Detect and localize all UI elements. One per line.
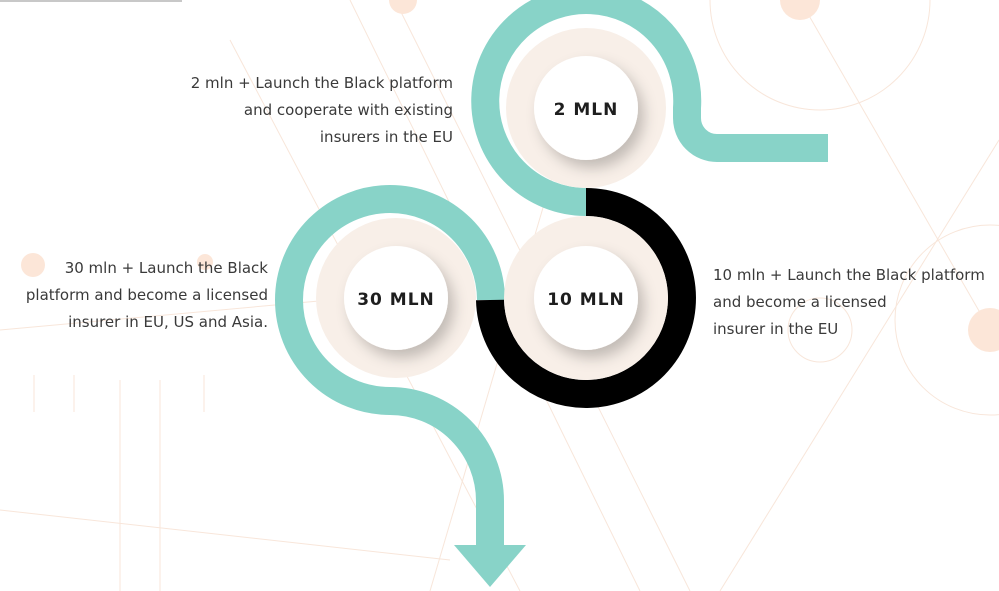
bg-dot <box>21 253 45 277</box>
description-line: insurers in the EU <box>319 128 453 146</box>
description-line: platform and become a licensed <box>25 286 268 304</box>
bg-ring <box>894 224 999 416</box>
arrow-down-icon <box>454 545 526 587</box>
bg-ring <box>709 0 931 111</box>
description-line: insurer in EU, US and Asia. <box>68 313 268 331</box>
bg-ring <box>787 297 853 363</box>
bg-line <box>799 0 991 331</box>
milestone-label: 10 MLN <box>547 290 625 310</box>
roadmap-path <box>275 0 828 587</box>
milestone-label: 30 MLN <box>357 290 435 310</box>
bg-line <box>0 299 331 331</box>
description-line: 2 mln + Launch the Black platform <box>190 74 453 92</box>
bg-line <box>0 509 451 561</box>
description-line: insurer in the EU <box>713 320 839 338</box>
bg-dot <box>780 0 820 20</box>
milestone-badge <box>534 56 638 160</box>
bg-line <box>719 139 999 591</box>
milestone-badge <box>534 246 638 350</box>
milestone-10-mln: 10 MLN <box>504 216 668 380</box>
milestone-badge <box>344 246 448 350</box>
milestone-label: 2 MLN <box>554 100 619 120</box>
milestone-2-description: 2 mln + Launch the Black platform and co… <box>191 70 453 151</box>
description-line: and become a licensed <box>713 293 887 311</box>
milestone-30-description: 30 mln + Launch the Black platform and b… <box>26 255 268 336</box>
bg-dot <box>197 254 213 270</box>
path-bottom-loop <box>275 185 505 545</box>
description-line: 10 mln + Launch the Black platform <box>713 266 985 284</box>
path-dark-ring <box>476 188 696 408</box>
description-line: and cooperate with existing <box>243 101 453 119</box>
milestone-2-mln: 2 MLN <box>506 28 666 188</box>
milestone-30-mln: 30 MLN <box>316 218 476 378</box>
milestone-10-description: 10 mln + Launch the Black platform and b… <box>713 262 985 343</box>
bg-line <box>429 149 561 591</box>
bg-dot <box>968 308 999 352</box>
description-line: 30 mln + Launch the Black <box>64 259 268 277</box>
path-top-tail <box>471 0 828 216</box>
bg-dot <box>389 0 417 14</box>
